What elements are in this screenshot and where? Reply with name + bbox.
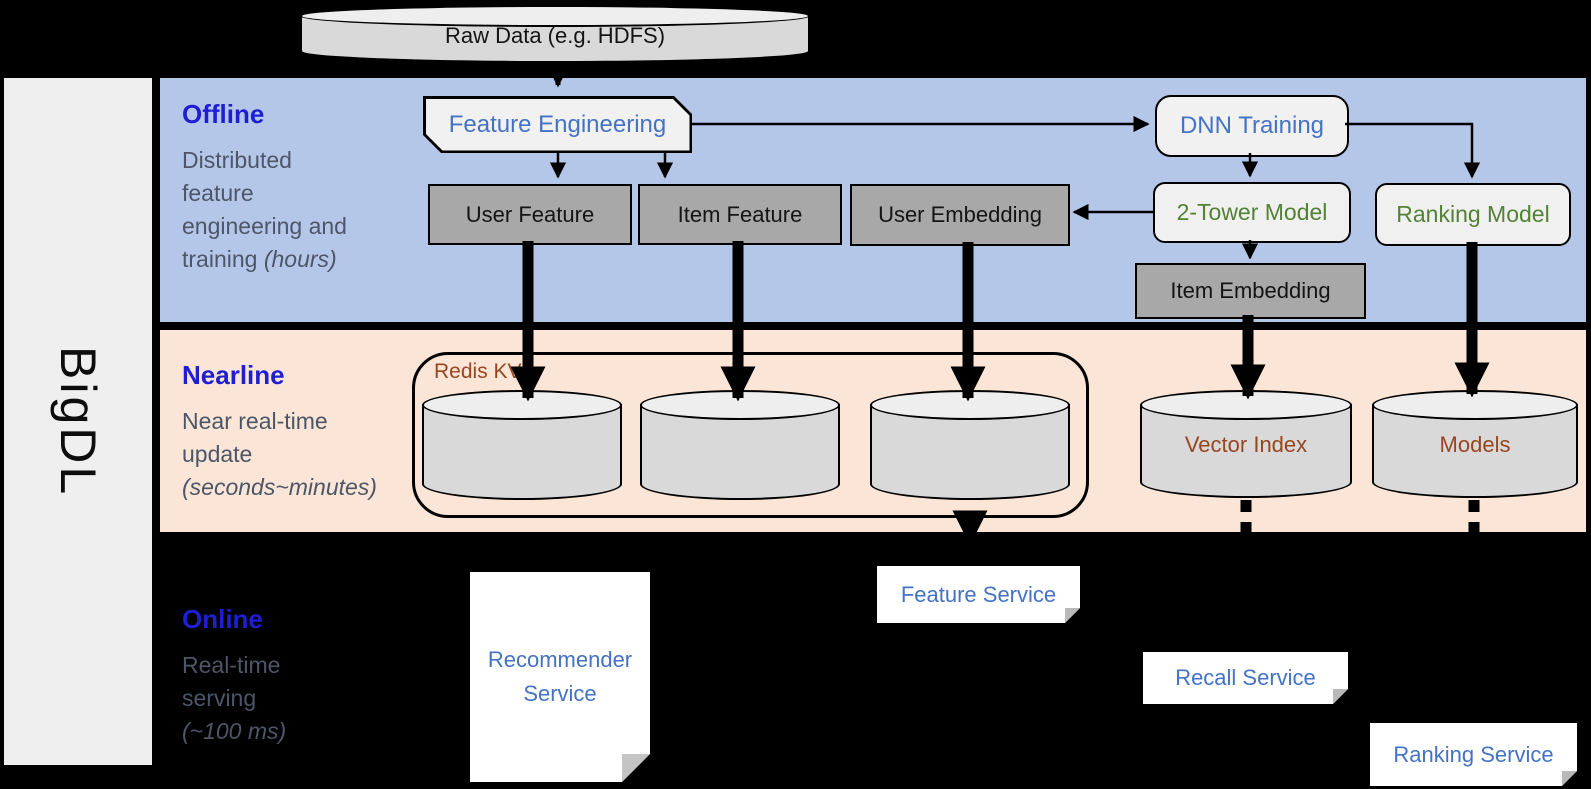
- redis-kv-group: [412, 352, 1089, 518]
- vector-index-store: Vector Index: [1140, 390, 1352, 498]
- bigdl-sidebar: BigDL: [4, 78, 152, 765]
- nearline-band-label: Nearline Near real-time update (seconds~…: [182, 360, 417, 504]
- redis-kv-label: Redis KV: [434, 360, 522, 383]
- item-embedding-node: Item Embedding: [1135, 263, 1366, 319]
- item-feature-node: Item Feature: [638, 184, 842, 245]
- online-heading: Online: [182, 604, 263, 634]
- kv-store-cylinder-3: [870, 390, 1070, 500]
- user-feature-node: User Feature: [428, 184, 632, 245]
- kv-store-cylinder-1: [422, 390, 622, 500]
- kv-store-cylinder-2: [640, 390, 840, 500]
- recall-service-node: Recall Service: [1143, 652, 1348, 704]
- raw-data-store: Raw Data (e.g. HDFS): [300, 5, 810, 63]
- vector-index-label: Vector Index: [1184, 432, 1308, 457]
- offline-heading: Offline: [182, 99, 265, 129]
- recommender-service-node: Recommender Service: [470, 572, 650, 782]
- online-band-label: Online Real-time serving (~100 ms): [182, 604, 417, 748]
- bigdl-brand-label: BigDL: [50, 345, 106, 498]
- ranking-service-node: Ranking Service: [1370, 723, 1577, 786]
- nearline-heading: Nearline: [182, 360, 285, 390]
- two-tower-model-node: 2-Tower Model: [1153, 182, 1351, 243]
- offline-description: Distributed feature engineering and trai…: [182, 147, 347, 272]
- user-embedding-node: User Embedding: [850, 184, 1070, 246]
- nearline-description: Near real-time update (seconds~minutes): [182, 408, 377, 500]
- offline-band-label: Offline Distributed feature engineering …: [182, 99, 417, 276]
- models-label: Models: [1439, 432, 1511, 457]
- feature-engineering-node: Feature Engineering: [423, 96, 692, 153]
- dnn-training-node: DNN Training: [1155, 95, 1349, 157]
- models-store: Models: [1372, 390, 1578, 498]
- feature-engineering-label: Feature Engineering: [426, 99, 690, 151]
- ranking-model-node: Ranking Model: [1375, 183, 1571, 246]
- raw-data-label: Raw Data (e.g. HDFS): [444, 23, 666, 48]
- feature-service-node: Feature Service: [877, 566, 1080, 623]
- online-description: Real-time serving (~100 ms): [182, 652, 287, 744]
